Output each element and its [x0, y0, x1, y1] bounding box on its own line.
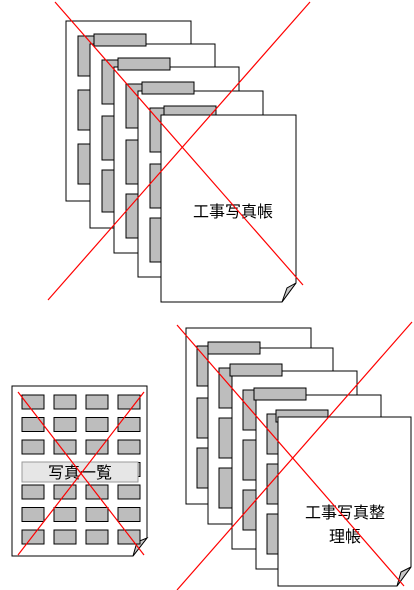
- stack-label: 工事写真整: [305, 503, 385, 522]
- stack-koji-shashin-cho: 工事写真帳: [47, 1, 311, 303]
- photo-tile: [117, 394, 141, 410]
- photo-tile: [53, 394, 77, 410]
- photo-tile: [21, 417, 45, 432]
- photo-tile: [117, 439, 141, 455]
- photo-tile: [85, 439, 109, 455]
- photo-tile: [117, 484, 141, 500]
- reject-cross-icon: [176, 321, 413, 590]
- photo-tile: [21, 394, 45, 410]
- stack-front-sheet: 工事写真整 理帳: [277, 416, 412, 587]
- stack-label: 工事写真帳: [193, 202, 273, 221]
- photo-tile: [21, 507, 45, 522]
- photo-tile: [85, 507, 109, 522]
- photo-tile: [21, 484, 45, 500]
- photo-tile: [85, 484, 109, 500]
- reject-cross-icon: [47, 1, 311, 301]
- photo-tile: [21, 529, 45, 545]
- photo-tile: [117, 507, 141, 522]
- folded-corner-icon: [132, 536, 149, 557]
- photo-tile: [117, 529, 141, 545]
- folded-corner-icon: [281, 282, 297, 303]
- stack-koji-shashin-seiri-cho: 工事写真整 理帳: [176, 321, 413, 590]
- photo-tile: [85, 417, 109, 432]
- photo-tile: [53, 484, 77, 500]
- photo-tile: [53, 417, 77, 432]
- photo-tile: [53, 529, 77, 545]
- photo-tile: [21, 439, 45, 455]
- photo-tile: [53, 507, 77, 522]
- stack-front-sheet: 工事写真帳: [160, 114, 297, 303]
- stack-shashin-ichiran: 写真一覧: [11, 385, 149, 557]
- photo-tile: [85, 529, 109, 545]
- photo-tile: [85, 394, 109, 410]
- photo-tile: [53, 439, 77, 455]
- photo-tile: [117, 417, 141, 432]
- stack-label: 理帳: [329, 527, 361, 546]
- reject-cross-icon: [17, 391, 145, 556]
